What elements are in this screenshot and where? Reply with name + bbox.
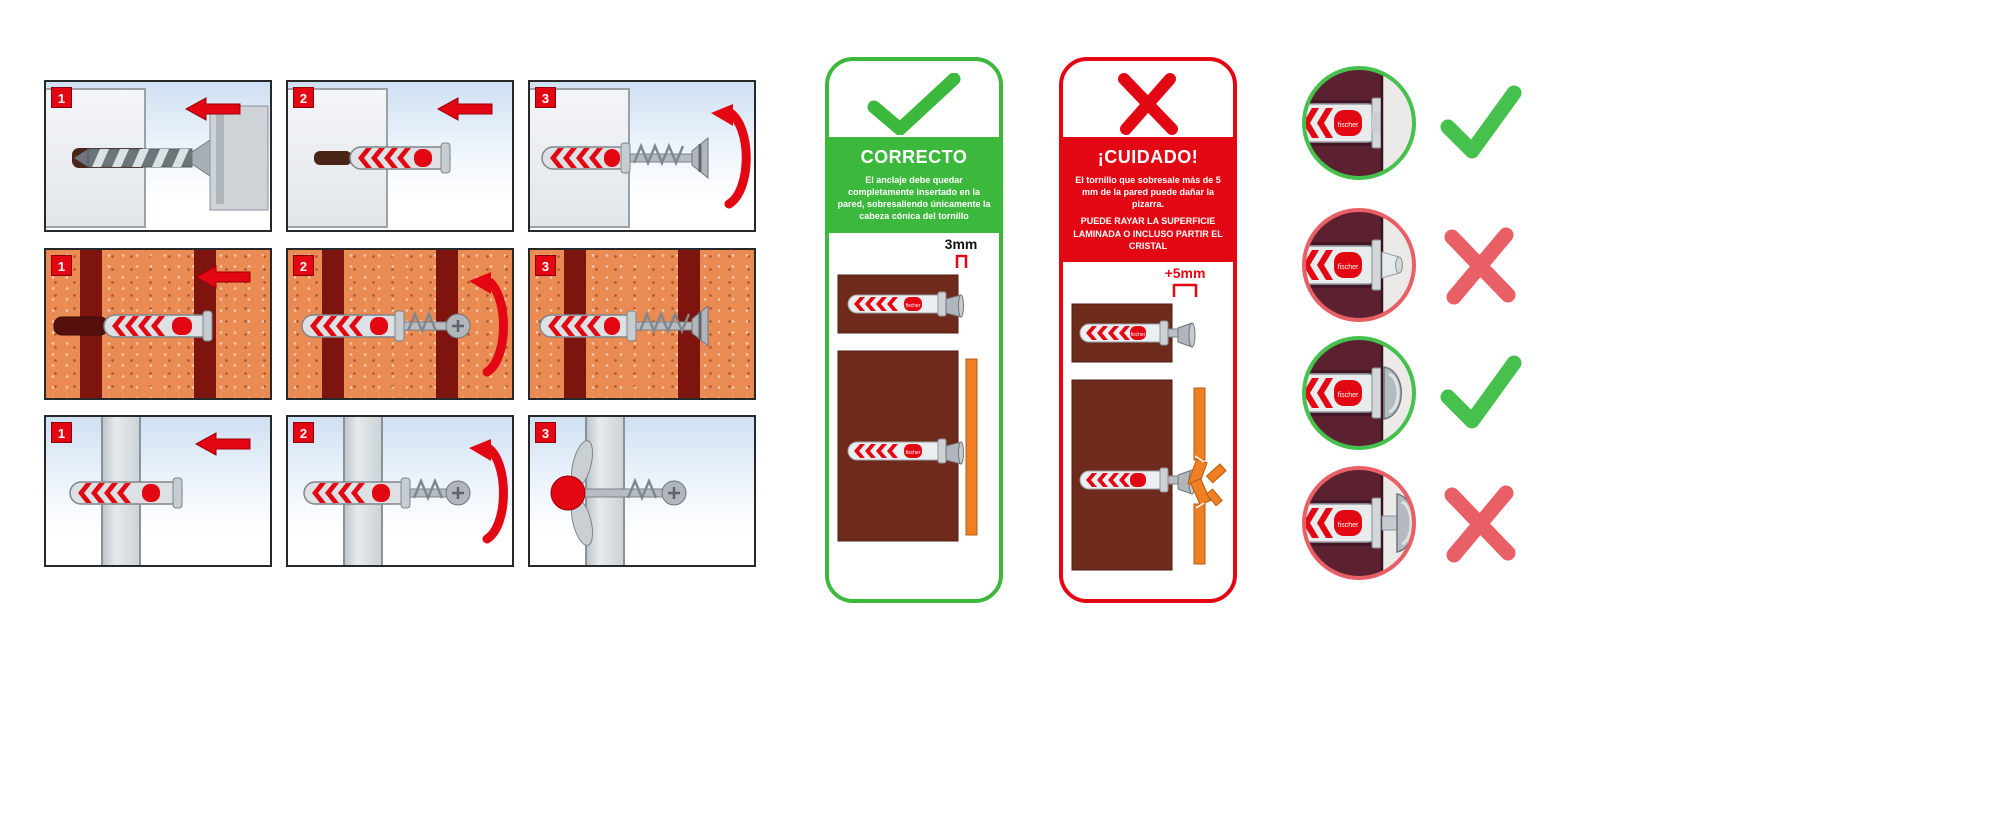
screw-icon [579, 477, 687, 506]
step-panel-row2-step2: 2 [286, 248, 514, 400]
step-panel-row1-step3: 3 [528, 80, 756, 232]
result-cross-icon [1444, 227, 1516, 305]
caution-card-text: El tornillo que sobresale más de 5 mm de… [1075, 175, 1221, 210]
measurement-label: +5mm [1165, 265, 1206, 297]
correct-card-band: CORRECTO El anclaje debe quedar completa… [829, 137, 999, 233]
wall-block-with-broken-slate [1071, 379, 1227, 571]
drilled-hole [53, 316, 109, 336]
panel-illustration-screw-in [541, 104, 751, 209]
check-icon [867, 73, 961, 135]
wall-plug-icon [103, 310, 213, 342]
brand-label: fischer [1338, 392, 1359, 399]
wall-plug-icon [301, 310, 405, 342]
step-number: 3 [535, 87, 556, 108]
caution-card-warning-text: PUEDE RAYAR LA SUPERFICIE LAMINADA O INC… [1073, 216, 1223, 251]
broken-slate-strip [1187, 387, 1227, 565]
step-number: 2 [293, 422, 314, 443]
step-number: 3 [535, 255, 556, 276]
screw-icon [409, 477, 471, 506]
panel-illustration-toggle-folded [550, 440, 687, 546]
result-check-icon [1440, 355, 1522, 429]
caution-card-band: ¡CUIDADO! El tornillo que sobresale más … [1063, 137, 1233, 262]
wall-plug-icon [303, 477, 411, 509]
push-arrow-icon [436, 97, 493, 121]
brand-label: fischer [906, 303, 921, 309]
wall-plug-icon [539, 310, 637, 342]
caution-diagram: +5mm fischer [1071, 265, 1227, 571]
step-number: 1 [51, 87, 72, 108]
step-panel-row2-step1: 1 [44, 248, 272, 400]
push-arrow-icon [184, 97, 241, 121]
step-panel-row3-step3: 3 [528, 415, 756, 567]
drill-bit-icon [74, 139, 211, 177]
step-number: 1 [51, 255, 72, 276]
slate-strip [965, 358, 978, 536]
wall-plug-icon [69, 477, 183, 509]
brand-label: fischer [1131, 332, 1146, 338]
brand-label: fischer [1338, 522, 1359, 529]
svg-text:3mm: 3mm [945, 236, 978, 252]
panel-illustration-drilling [72, 97, 269, 211]
step-number: 1 [51, 422, 72, 443]
cross-icon [1118, 73, 1178, 135]
brand-label: fischer [906, 450, 921, 456]
wall-block-with-anchor: fischer [837, 274, 964, 334]
panel-illustration-screw-in [301, 272, 508, 377]
step-panel-row1-step1: 1 [44, 80, 272, 232]
rotate-arrow-icon [469, 439, 508, 544]
correct-card-text: El anclaje debe quedar completamente ins… [837, 175, 991, 222]
push-arrow-icon [194, 265, 251, 289]
screw-icon [629, 136, 709, 180]
wall-block-with-anchor: fischer [1071, 303, 1196, 363]
caution-card-title: ¡CUIDADO! [1097, 147, 1199, 167]
wall-plug-icon [349, 142, 451, 174]
step-panel-row2-step3: 3 [528, 248, 756, 400]
step-panel-row3-step1: 1 [44, 415, 272, 567]
step-panel-row1-step2: 2 [286, 80, 514, 232]
closeup-head-protruding: fischer [1302, 466, 1416, 580]
rotate-arrow-icon [469, 272, 508, 377]
drilled-hole [314, 151, 352, 165]
closeup-anchor-flush: fischer [1302, 66, 1416, 180]
push-arrow-icon [194, 432, 251, 456]
closeup-head-flush: fischer [1302, 336, 1416, 450]
panel-illustration-insert-plug [53, 265, 251, 342]
step-number: 2 [293, 87, 314, 108]
closeup-anchor-protruding: fischer [1302, 208, 1416, 322]
brand-label: fischer [1338, 264, 1359, 271]
correct-card-title: CORRECTO [860, 147, 968, 167]
wall-block-with-slate: fischer [837, 350, 978, 542]
folded-plug-toggle-icon [550, 440, 593, 546]
screw-head-dome [1383, 366, 1402, 420]
screw-icon [403, 310, 471, 339]
step-number: 2 [293, 255, 314, 276]
step-panel-row3-step2: 2 [286, 415, 514, 567]
correct-card: CORRECTO El anclaje debe quedar completa… [825, 57, 1003, 603]
screw-icon [635, 304, 709, 348]
panel-illustration-screw-in [303, 439, 508, 544]
step-number: 3 [535, 422, 556, 443]
brand-label: fischer [1338, 122, 1359, 129]
rotate-arrow-icon [711, 104, 751, 209]
result-cross-icon [1444, 485, 1516, 563]
caution-card: ¡CUIDADO! El tornillo que sobresale más … [1059, 57, 1237, 603]
correct-diagram: 3mm fischer fischer [837, 236, 978, 542]
panel-illustration-insert-plug [314, 97, 493, 174]
panel-illustration-finished [539, 304, 709, 348]
panel-illustration-insert-plug [69, 432, 251, 509]
wall-plug-icon [541, 142, 631, 174]
svg-text:+5mm: +5mm [1165, 265, 1206, 281]
result-check-icon [1440, 85, 1522, 159]
measurement-label: 3mm [945, 236, 978, 268]
drill-chuck [209, 105, 269, 211]
